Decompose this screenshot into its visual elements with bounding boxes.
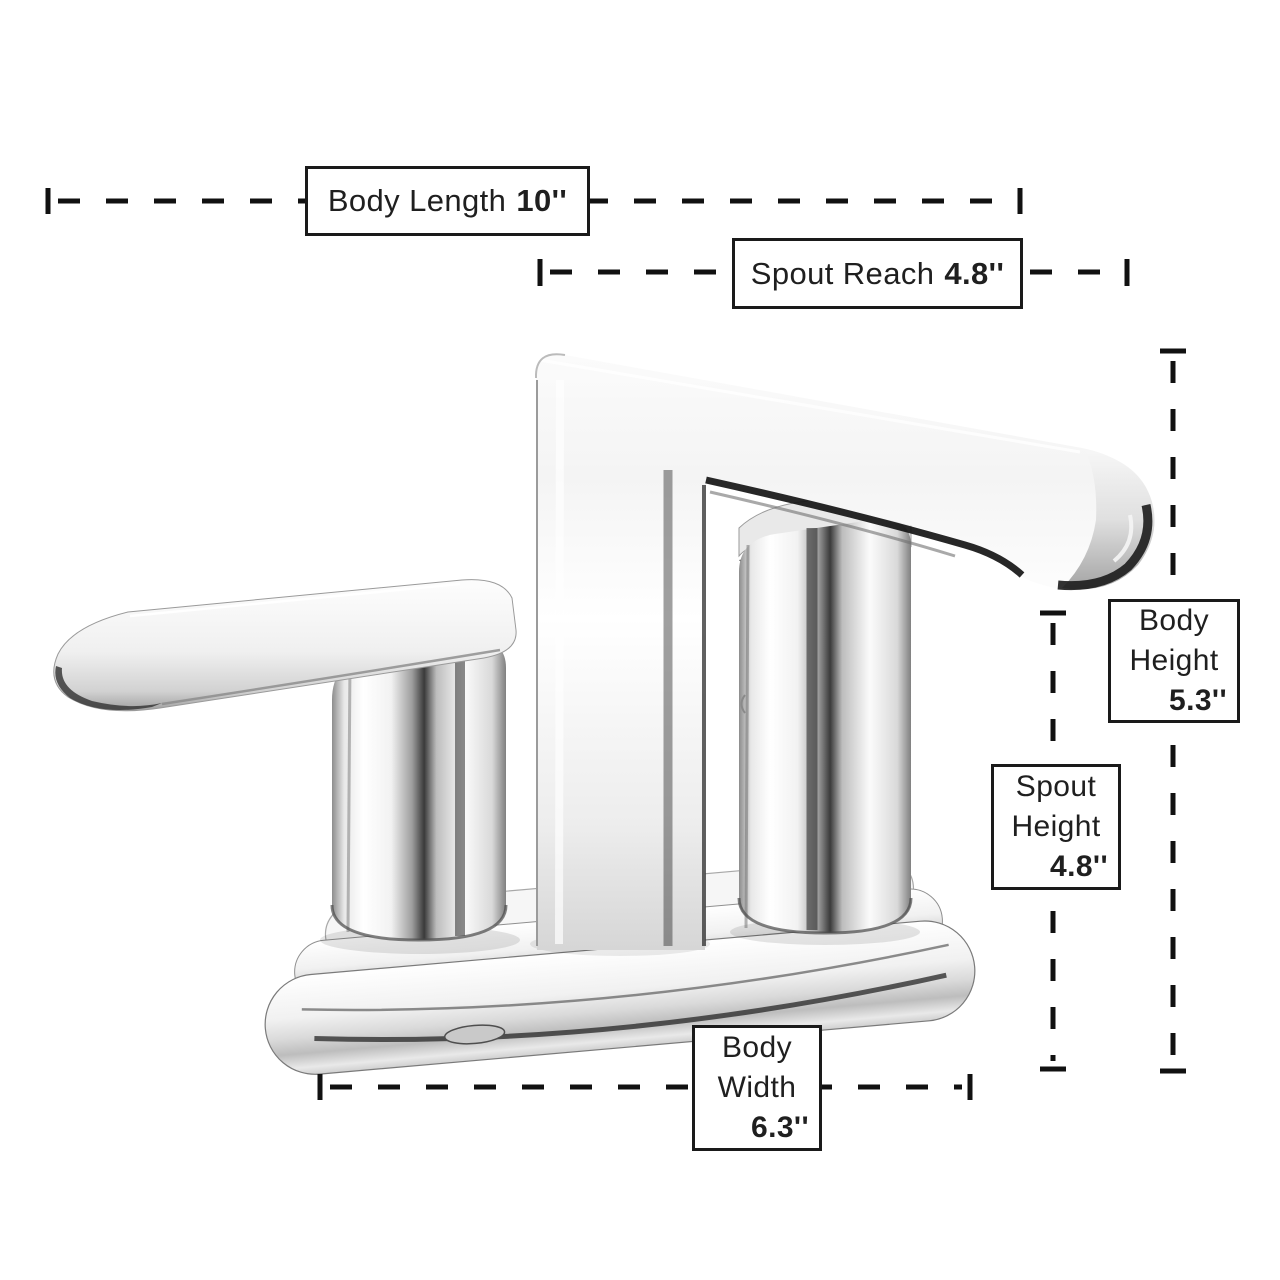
body-width-dimension-line (317, 1074, 973, 1100)
body-width-label-box: Body Width 6.3'' (692, 1025, 822, 1151)
right-handle (737, 491, 913, 935)
body-height-label-line1: Body (1139, 603, 1209, 637)
body-height-label-box: Body Height 5.3'' (1108, 599, 1240, 723)
body-height-label-line2: Height (1129, 643, 1219, 677)
body-length-label-box: Body Length 10'' (305, 166, 590, 236)
body-width-value: 6.3'' (751, 1111, 809, 1145)
spout-reach-label-box: Spout Reach 4.8'' (732, 238, 1023, 309)
spout-height-label-line2: Height (1011, 809, 1101, 843)
spout (534, 353, 1155, 950)
body-height-value: 5.3'' (1169, 684, 1227, 718)
body-width-label-line2: Width (717, 1070, 797, 1104)
spout-height-value: 4.8'' (1050, 850, 1108, 884)
left-handle (53, 579, 517, 942)
spout-reach-value: 4.8'' (944, 255, 1005, 291)
body-width-label-line1: Body (722, 1030, 792, 1064)
faucet-body-group (53, 353, 1155, 1075)
spout-height-label-box: Spout Height 4.8'' (991, 764, 1121, 890)
body-length-value: 10'' (516, 183, 568, 218)
spout-reach-dimension-line (537, 259, 1130, 286)
spout-reach-label: Spout Reach (750, 255, 935, 291)
spout-height-dimension-line (1040, 610, 1066, 1072)
body-length-dimension-line (45, 188, 1023, 214)
body-length-label: Body Length (327, 183, 507, 218)
spout-height-label-line1: Spout (1015, 769, 1097, 803)
